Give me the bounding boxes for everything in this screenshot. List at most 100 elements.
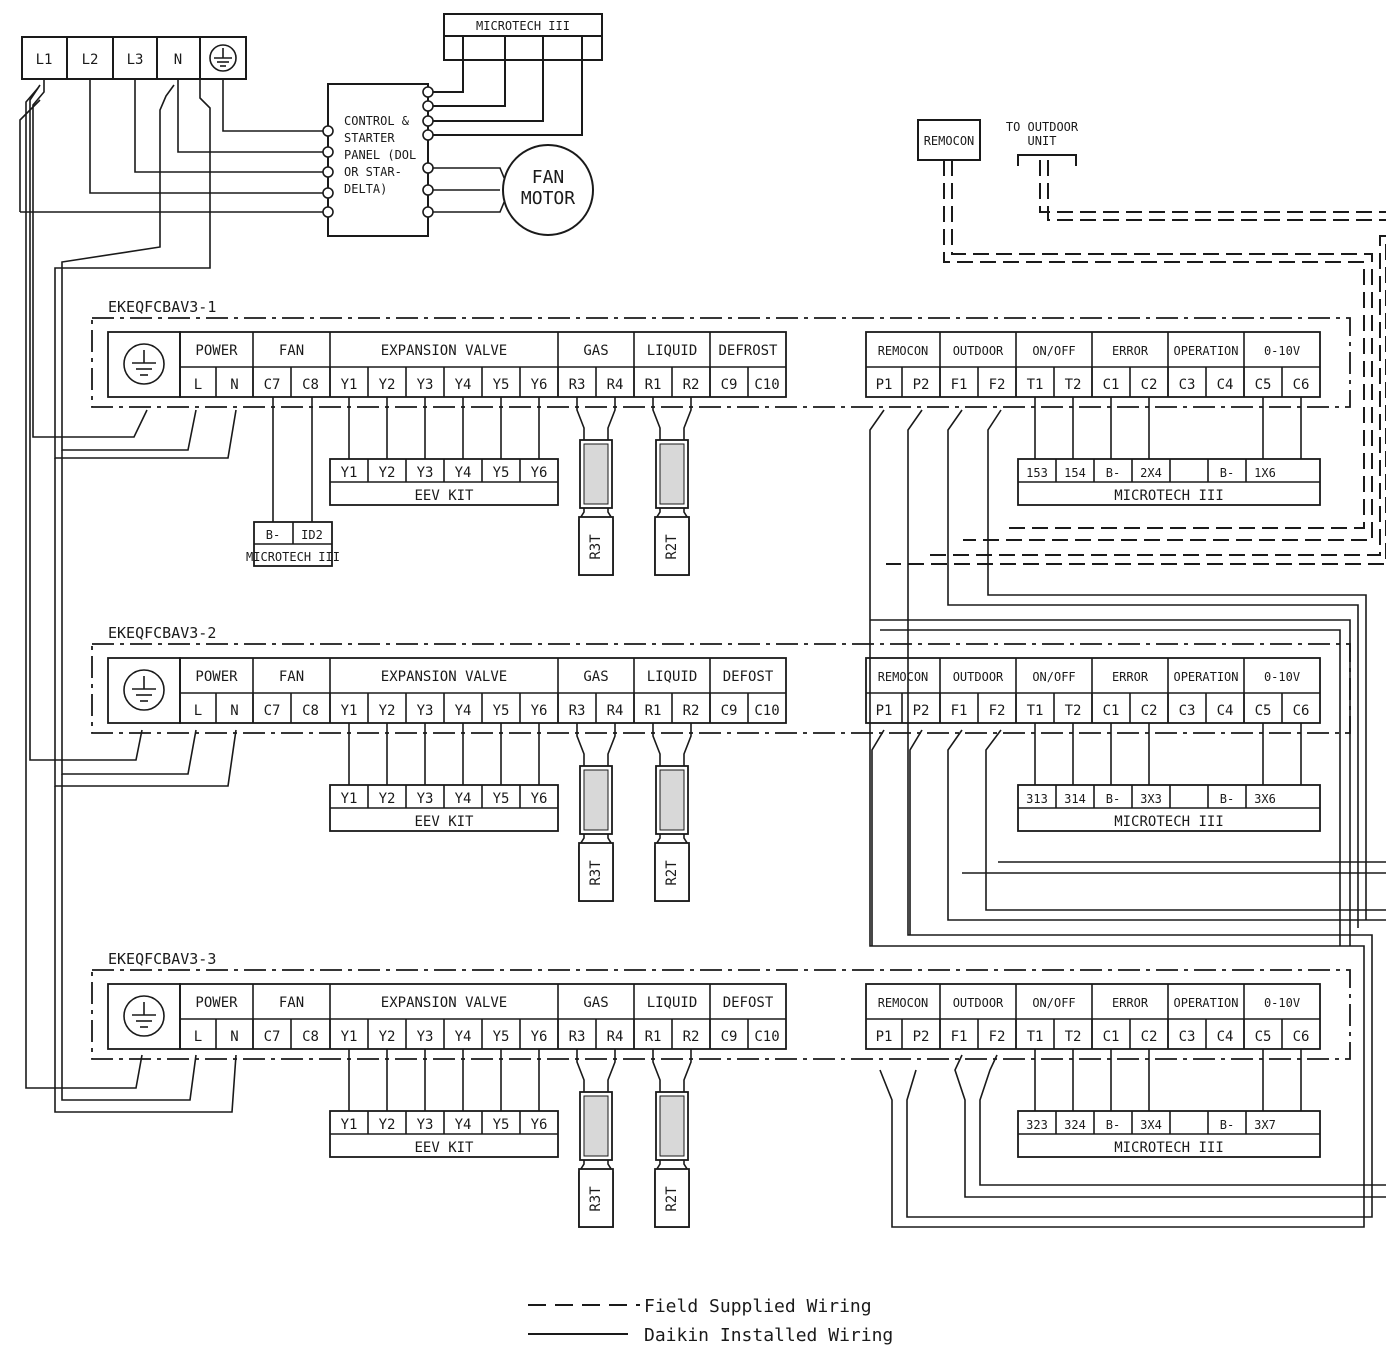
panel-line-1: CONTROL & — [344, 114, 410, 128]
supply-wires — [19, 79, 330, 1113]
block-b-header: ERROR — [1112, 344, 1149, 358]
terminal-t1: T1 — [1027, 703, 1044, 719]
terminal-r4: R4 — [607, 703, 624, 719]
terminal-c9: C9 — [721, 1029, 738, 1045]
terminal-y5: Y5 — [493, 377, 510, 393]
control-wiring — [869, 409, 1386, 1228]
ground-icon — [123, 669, 165, 711]
terminal-y6: Y6 — [531, 1029, 548, 1045]
eev-terminal: Y4 — [455, 1117, 472, 1133]
unit-ground-box — [107, 657, 181, 724]
unit-title: EKEQFCBAV3-2 — [108, 624, 216, 642]
terminal-c4: C4 — [1217, 377, 1234, 393]
block-b-header: OPERATION — [1173, 344, 1238, 358]
terminal-c7: C7 — [264, 1029, 281, 1045]
block-b-header: 0-10V — [1264, 344, 1300, 358]
terminal-y2: Y2 — [379, 1029, 396, 1045]
block-b-header: ERROR — [1112, 670, 1149, 684]
terminal-y3: Y3 — [417, 377, 434, 393]
eev-kit-label: EEV KIT — [414, 1140, 474, 1156]
terminal-c10: C10 — [754, 377, 779, 393]
fan-motor-line-2: MOTOR — [521, 188, 575, 209]
fan-microtech-terminal: ID2 — [301, 528, 323, 542]
sensor-label: R3T — [588, 1186, 604, 1212]
terminal-l: L — [194, 1029, 202, 1045]
microtech-label: MICROTECH III — [1114, 1140, 1224, 1156]
terminal-c2: C2 — [1141, 377, 1158, 393]
terminal-r2: R2 — [683, 377, 700, 393]
unit-outline — [91, 969, 1351, 1060]
eev-terminal: Y2 — [379, 791, 396, 807]
unit-ground-box — [107, 331, 181, 398]
microtech-terminal: 154 — [1064, 466, 1086, 480]
eev-terminal: Y2 — [379, 465, 396, 481]
block-b-header: ON/OFF — [1032, 344, 1075, 358]
terminal-c1: C1 — [1103, 1029, 1120, 1045]
terminal-y1: Y1 — [341, 703, 358, 719]
terminal-l: L — [194, 377, 202, 393]
terminal-c2: C2 — [1141, 1029, 1158, 1045]
block-a-header: LIQUID — [647, 995, 698, 1011]
terminal-c3: C3 — [1179, 1029, 1196, 1045]
terminal-y4: Y4 — [455, 1029, 472, 1045]
microtech-top-box — [433, 13, 603, 136]
block-b-header: ERROR — [1112, 996, 1149, 1010]
block-a-header: DEFOST — [723, 995, 774, 1011]
eev-terminal: Y3 — [417, 1117, 434, 1133]
terminal-y2: Y2 — [379, 703, 396, 719]
block-b-header: REMOCON — [878, 996, 929, 1010]
fan-microtech-terminal: B- — [266, 528, 280, 542]
microtech-terminal: B- — [1106, 466, 1120, 480]
terminal-t1: T1 — [1027, 1029, 1044, 1045]
terminal-r4: R4 — [607, 1029, 624, 1045]
terminal-n: N — [174, 52, 182, 68]
block-a-header: EXPANSION VALVE — [381, 995, 507, 1011]
block-a-header: LIQUID — [647, 343, 698, 359]
ground-icon — [123, 995, 165, 1037]
block-a-header: EXPANSION VALVE — [381, 343, 507, 359]
outdoor-unit-label-2: UNIT — [1028, 134, 1057, 148]
eev-terminal: Y4 — [455, 791, 472, 807]
fan-microtech-label: MICROTECH III — [246, 550, 340, 564]
block-b-header: OUTDOOR — [953, 670, 1004, 684]
fan-motor-wires — [433, 167, 506, 213]
block-b-header: ON/OFF — [1032, 670, 1075, 684]
block-b-header: OUTDOOR — [953, 344, 1004, 358]
terminal-y5: Y5 — [493, 703, 510, 719]
fan-motor-icon — [502, 144, 594, 236]
remocon-box-label: REMOCON — [924, 134, 975, 148]
unit-outline — [91, 317, 1351, 408]
microtech-terminal: B- — [1220, 792, 1234, 806]
terminal-y1: Y1 — [341, 377, 358, 393]
sensor-label: R3T — [588, 860, 604, 886]
terminal-y5: Y5 — [493, 1029, 510, 1045]
terminal-y2: Y2 — [379, 377, 396, 393]
terminal-p1: P1 — [876, 703, 893, 719]
legend-daikin-label: Daikin Installed Wiring — [644, 1325, 893, 1346]
terminal-f1: F1 — [951, 377, 968, 393]
terminal-c3: C3 — [1179, 377, 1196, 393]
terminal-p1: P1 — [876, 1029, 893, 1045]
sensor-r3t: R3T — [576, 723, 616, 902]
terminal-c4: C4 — [1217, 703, 1234, 719]
block-b-header: OUTDOOR — [953, 996, 1004, 1010]
block-b-header: OPERATION — [1173, 996, 1238, 1010]
outdoor-unit-bracket — [1017, 154, 1077, 166]
eev-terminal: Y4 — [455, 465, 472, 481]
terminal-f1: F1 — [951, 1029, 968, 1045]
terminal-f2: F2 — [989, 1029, 1006, 1045]
terminal-c1: C1 — [1103, 703, 1120, 719]
terminal-t2: T2 — [1065, 1029, 1082, 1045]
sensor-label: R2T — [664, 860, 680, 886]
block-b-header: REMOCON — [878, 670, 929, 684]
eev-terminal: Y3 — [417, 791, 434, 807]
eev-terminal: Y1 — [341, 791, 358, 807]
terminal-c3: C3 — [1179, 703, 1196, 719]
